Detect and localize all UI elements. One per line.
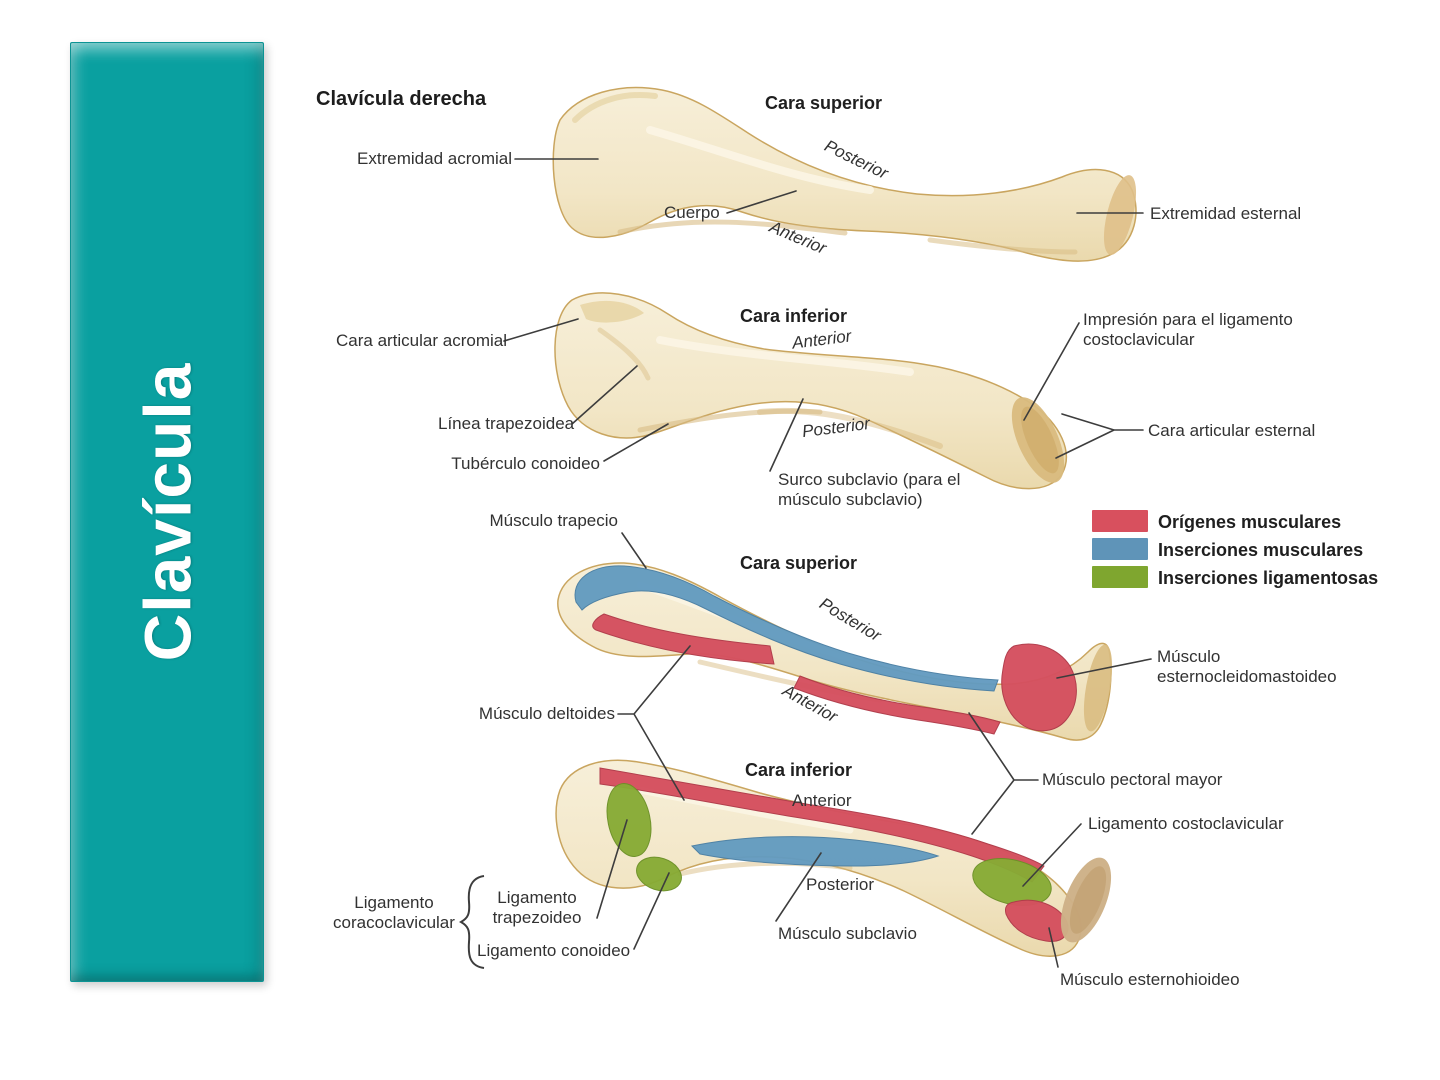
- cara-articular-acromial-label: Cara articular acromial: [336, 331, 507, 350]
- ligamento-trapezoideo-label: Ligamento trapezoideo: [492, 888, 582, 928]
- view4-anterior-label: Anterior: [792, 791, 852, 810]
- view2-heading: Cara inferior: [740, 306, 848, 326]
- legend-swatch-muscle-origins: [1092, 510, 1148, 532]
- tuberculo-conoideo-label: Tubérculo conoideo: [451, 454, 600, 473]
- musculo-esternohioideo-label: Músculo esternohioideo: [1060, 970, 1240, 989]
- figure-title: Clavícula derecha: [316, 88, 487, 110]
- cuerpo-label: Cuerpo: [664, 203, 720, 222]
- legend-swatch-ligament-insertions: [1092, 566, 1148, 588]
- extremidad-esternal-label: Extremidad esternal: [1150, 204, 1302, 223]
- cara-articular-esternal-label: Cara articular esternal: [1148, 421, 1316, 440]
- view1-heading: Cara superior: [765, 93, 883, 113]
- musculo-subclavio-label: Músculo subclavio: [778, 924, 917, 943]
- ligamento-conoideo-label: Ligamento conoideo: [477, 941, 631, 960]
- surco-subclavio-label: Surco subclavio (para el músculo subclav…: [778, 470, 961, 510]
- bone-inferior-muscles-view: [555, 759, 1112, 957]
- view3-heading: Cara superior: [740, 553, 858, 573]
- linea-trapezoidea-label: Línea trapezoidea: [438, 414, 575, 433]
- legend-label-muscle-insertions: Inserciones musculares: [1158, 540, 1364, 560]
- side-banner: Clavícula: [70, 42, 264, 982]
- musculo-deltoides-label: Músculo deltoides: [478, 704, 615, 723]
- ligamento-coracoclavicular-label: Ligamento coracoclavicular: [333, 893, 455, 933]
- musculo-trapecio-label: Músculo trapecio: [489, 511, 618, 530]
- legend-label-muscle-origins: Orígenes musculares: [1158, 512, 1342, 532]
- extremidad-acromial-label: Extremidad acromial: [357, 149, 512, 168]
- view4-posterior-label: Posterior: [806, 875, 875, 894]
- legend-label-ligament-insertions: Inserciones ligamentosas: [1158, 568, 1379, 588]
- legend-swatch-muscle-insertions: [1092, 538, 1148, 560]
- bone-superior-view: [552, 86, 1137, 262]
- musculo-pectoral-mayor-label: Músculo pectoral mayor: [1042, 770, 1223, 789]
- impresion-ligamento-label: Impresión para el ligamento costoclavicu…: [1083, 310, 1293, 350]
- esternocleidomastoideo-label: Músculo esternocleidomastoideo: [1157, 647, 1337, 687]
- ligamento-costoclavicular-label: Ligamento costoclavicular: [1088, 814, 1284, 833]
- bone-superior-muscles-view: [557, 562, 1113, 741]
- bone-inferior-view: [554, 292, 1067, 490]
- leader-lines: [503, 158, 1152, 968]
- coracoclavicular-brace: [458, 875, 485, 969]
- view4-heading: Cara inferior: [745, 760, 853, 780]
